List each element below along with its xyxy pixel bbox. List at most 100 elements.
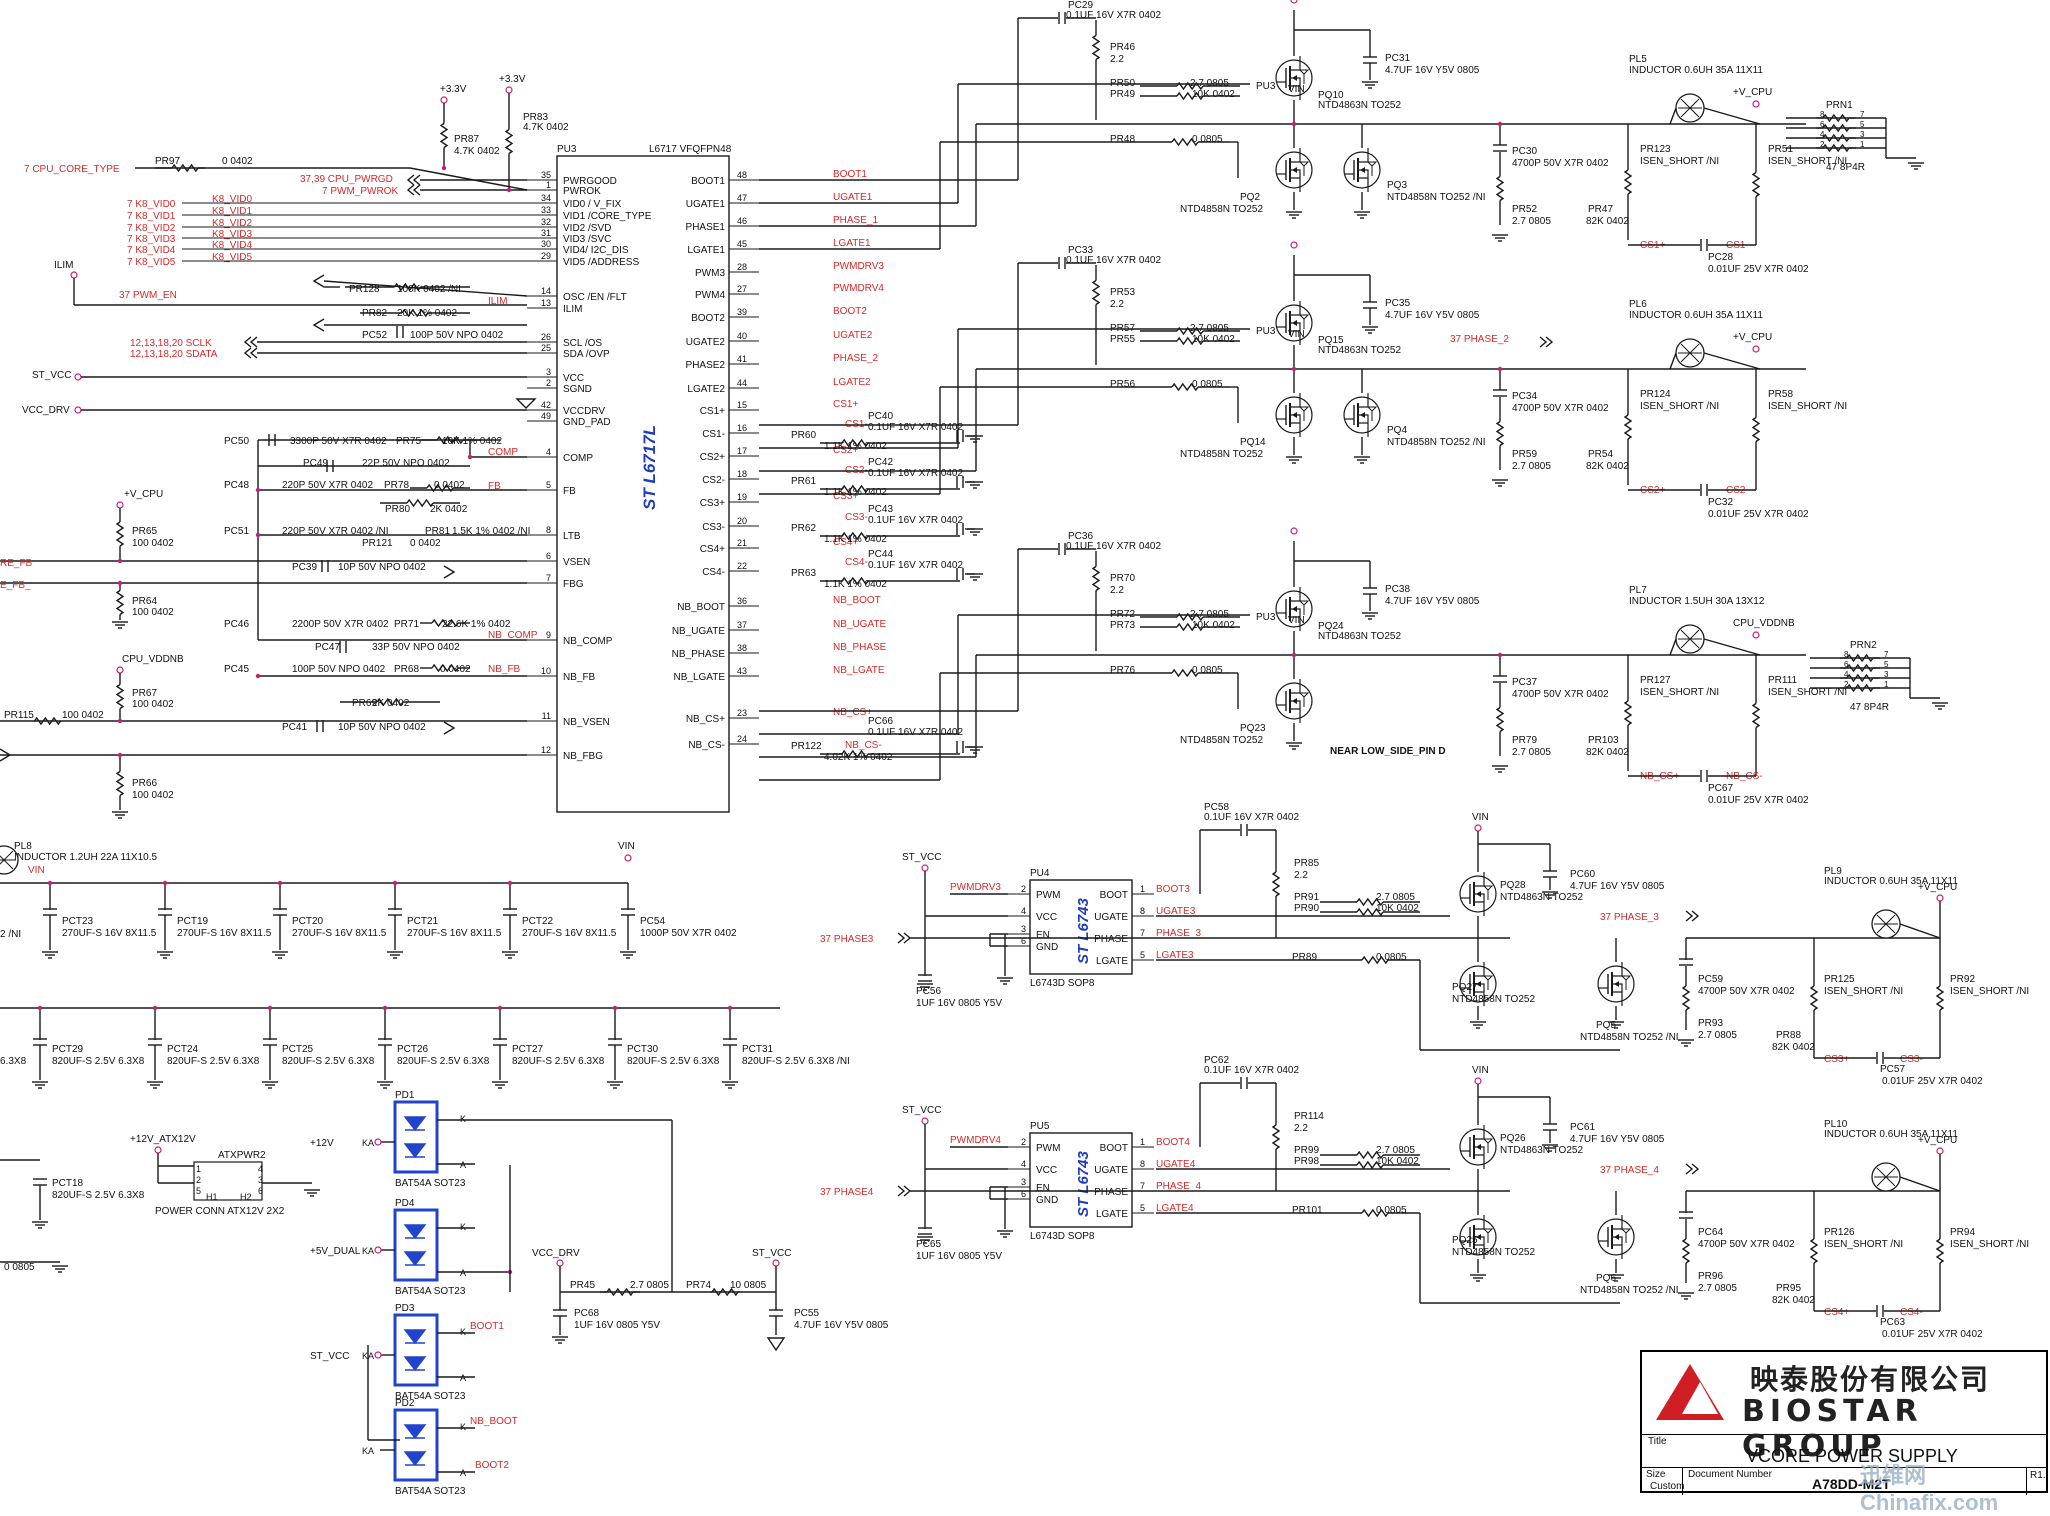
resnet-value: 47 8P4R <box>1850 702 1889 713</box>
label: PHASE <box>1094 934 1128 945</box>
net-vid: 7 K8_VID3 <box>127 234 176 245</box>
pin-name: VID3 /SVC <box>563 234 611 245</box>
label: 100 0402 <box>132 699 174 710</box>
label: PR91 <box>1294 892 1319 903</box>
port-circle <box>74 406 82 414</box>
label: VCC <box>1036 1165 1057 1176</box>
ic-ref: PU4 <box>1030 868 1050 879</box>
label: ISEN_SHORT /NI <box>1640 401 1719 412</box>
offpage-connector <box>243 336 258 348</box>
port-circle <box>374 1138 382 1146</box>
resistor-symbol <box>1623 169 1633 195</box>
net-phase: 37 PHASE_2 <box>1450 334 1509 345</box>
label: PCT25 <box>282 1044 314 1055</box>
resnet-pin: 6 <box>1820 120 1825 129</box>
label: 2 <box>1021 884 1026 894</box>
offpage-connector <box>1685 910 1700 922</box>
label: 820UF-S 2.5V 6.3X8 <box>52 1056 145 1067</box>
label: PC28 <box>1708 252 1733 263</box>
atx-connector <box>193 1161 263 1201</box>
label: 82K 0402 <box>1586 461 1629 472</box>
size-label: Size <box>1646 1469 1666 1480</box>
label: PC64 <box>1698 1227 1723 1238</box>
offpage-connector <box>0 748 12 762</box>
label: PR83 <box>523 112 548 123</box>
label: 2.2 <box>1294 1123 1308 1134</box>
label: PR49 <box>1110 89 1135 100</box>
pin-number: 38 <box>737 643 747 653</box>
label: 220P 50V X7R 0402 /NI <box>282 526 389 537</box>
resistor-symbol <box>33 716 62 726</box>
label: +12V_ATX12V <box>130 1134 196 1145</box>
resnet-pin: 8 <box>1820 110 1825 119</box>
pin-name: BOOT2 <box>691 313 725 324</box>
label: 10K 0402 <box>1376 1156 1419 1167</box>
label: 22P 50V NPO 0402 <box>362 458 450 469</box>
rail-cpu-vddnb: CPU_VDDNB <box>122 654 184 665</box>
net-label: CS3+ <box>833 491 858 502</box>
resnet-pin: 5 <box>1884 660 1889 669</box>
label: 1.1K 1% 0402 <box>824 441 887 452</box>
label: PR51 <box>1768 144 1793 155</box>
port-circle <box>374 1246 382 1254</box>
net-label: PWMDRV4 <box>833 283 884 294</box>
label: ATXPWR2 <box>218 1150 266 1161</box>
net-phase-in: 37 PHASE3 <box>820 934 874 945</box>
label: 4700P 50V X7R 0402 <box>1512 403 1609 414</box>
pin-name: KA <box>362 1138 374 1148</box>
label: NTD4858N TO252 <box>1452 994 1535 1005</box>
label: PR127 <box>1640 675 1671 686</box>
label: 7 <box>1140 1181 1145 1191</box>
net-label: PHASE_4 <box>1156 1181 1201 1192</box>
label: PR53 <box>1110 287 1135 298</box>
label: 270UF-S 16V 8X11.5 <box>407 928 502 939</box>
label: INDUCTOR 1.5UH 30A 13X12 <box>1629 596 1765 607</box>
label: PR90 <box>1294 903 1319 914</box>
junction-dot <box>277 880 283 886</box>
resistor-symbol <box>1935 1238 1945 1264</box>
label: 4700P 50V X7R 0402 <box>1698 986 1795 997</box>
label: PCT22 <box>522 916 554 927</box>
offpage-connector <box>897 1185 912 1197</box>
junction-dot <box>117 718 123 724</box>
offpage-connector <box>406 174 421 186</box>
hs-mosfet-icon <box>1459 872 1497 916</box>
pin-number: 9 <box>546 630 551 640</box>
label: EN <box>1036 1183 1050 1194</box>
resistor-symbol <box>1846 683 1874 693</box>
label: PC51 <box>224 526 249 537</box>
resistor-symbol <box>1271 1124 1281 1150</box>
label: 4.7UF 16V Y5V 0805 <box>1385 310 1480 321</box>
label: 1.1K 1% 0402 <box>824 487 887 498</box>
wire <box>323 280 528 297</box>
offpage-connector <box>443 565 456 579</box>
pin-name: K <box>460 1114 466 1124</box>
pin-name: LGATE2 <box>687 384 725 395</box>
junction-dot <box>727 1005 733 1011</box>
label: 1 <box>1140 1137 1145 1147</box>
label: PR80 <box>385 504 410 515</box>
ls-mosfet-icon <box>1459 962 1497 1006</box>
label: 2200P 50V X7R 0402 <box>292 619 389 630</box>
label: 8 <box>1140 1159 1145 1169</box>
label: 82K 0402 <box>1772 1042 1815 1053</box>
label: PC52 <box>362 330 387 341</box>
label: PCT31 <box>742 1044 774 1055</box>
label: PR71 <box>394 619 419 630</box>
rail-vin: VIN <box>1472 812 1489 823</box>
label: 0.1UF 16V X7R 0402 <box>868 560 963 571</box>
diode-ref: PD2 <box>395 1398 415 1409</box>
offpage-connector <box>443 721 456 735</box>
net-phase: 37 PHASE_3 <box>1600 912 1659 923</box>
pin-number: 4 <box>546 447 551 457</box>
resistor-symbol <box>1356 907 1384 917</box>
resistor-symbol <box>1495 706 1505 733</box>
resnet-pin: 6 <box>1844 660 1849 669</box>
label: PC35 <box>1385 298 1410 309</box>
pin-name: LTB <box>563 531 581 542</box>
label: PCT24 <box>167 1044 199 1055</box>
pin-name: UGATE1 <box>686 199 726 210</box>
junction-dot <box>117 580 123 586</box>
net-vid: 7 K8_VID1 <box>127 211 176 222</box>
